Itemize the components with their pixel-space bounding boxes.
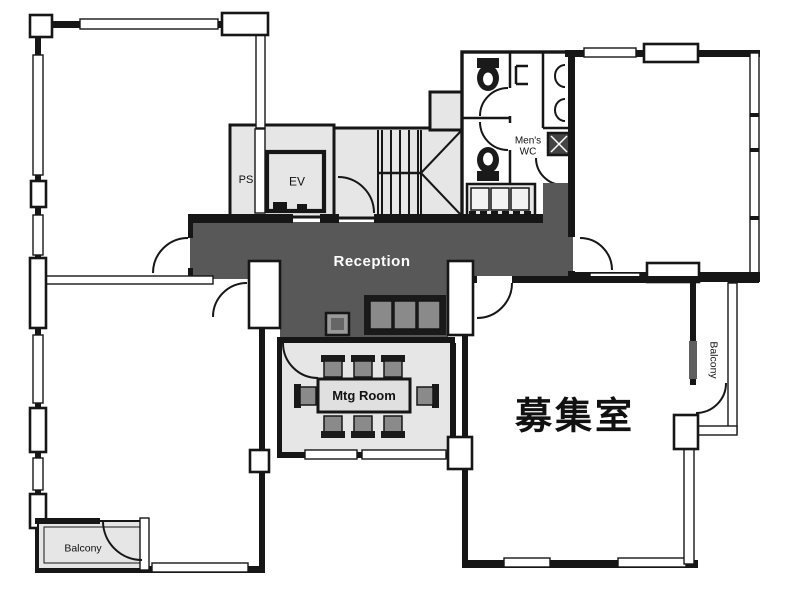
reception-label: Reception bbox=[333, 253, 411, 271]
pillars-and-doors bbox=[152, 237, 475, 474]
stall-door-arc bbox=[479, 121, 509, 151]
wall-pillar bbox=[642, 42, 700, 64]
wall-pillar bbox=[672, 413, 700, 451]
window bbox=[617, 557, 687, 568]
wall-pillar bbox=[28, 406, 48, 454]
wall-pillar bbox=[28, 13, 54, 39]
stairs bbox=[332, 126, 467, 220]
sofa bbox=[364, 295, 446, 335]
ps-divider-wall bbox=[254, 128, 266, 214]
reception-area bbox=[34, 183, 573, 343]
chair bbox=[351, 415, 375, 438]
chair bbox=[321, 415, 345, 438]
window bbox=[255, 32, 266, 129]
wall-pillar bbox=[247, 259, 282, 330]
side-table bbox=[324, 311, 351, 337]
mens-wc-label-line2: WC bbox=[519, 146, 537, 157]
urinal-icon bbox=[554, 98, 566, 122]
balcony-label-right: Balcony bbox=[707, 341, 720, 379]
mens-wc-label: Men's WC bbox=[514, 135, 542, 158]
outer-walls bbox=[28, 11, 760, 573]
wall-pillar bbox=[446, 435, 474, 471]
window bbox=[683, 448, 695, 565]
stair-door-arc bbox=[337, 176, 375, 214]
balcony-door-arc bbox=[695, 382, 727, 414]
room-door-arc bbox=[152, 237, 189, 274]
window bbox=[79, 18, 219, 30]
meeting-table bbox=[316, 377, 412, 414]
meeting-room-door-arc bbox=[282, 342, 319, 379]
wc-fixture bbox=[514, 64, 528, 86]
chair bbox=[321, 355, 345, 378]
wall-pillar bbox=[220, 11, 270, 37]
chair bbox=[381, 415, 405, 438]
mens-wc-label-line1: Men's bbox=[514, 135, 542, 147]
chair bbox=[351, 355, 375, 378]
stair-winder-line bbox=[420, 172, 462, 216]
window bbox=[503, 557, 551, 568]
stall-door-arc bbox=[479, 87, 509, 117]
meeting-room bbox=[277, 337, 456, 460]
sink-counter bbox=[465, 182, 537, 218]
room-door-arc bbox=[212, 282, 248, 318]
wall-pillar bbox=[28, 256, 48, 330]
chair bbox=[416, 384, 439, 408]
toilet-icon bbox=[477, 147, 499, 181]
window bbox=[151, 562, 249, 573]
slop-sink bbox=[546, 131, 572, 157]
urinal-icon bbox=[554, 64, 566, 88]
vacant-room-label: 募集室 bbox=[515, 395, 635, 437]
balcony-right bbox=[672, 272, 759, 451]
window bbox=[32, 54, 44, 176]
wall-pillar bbox=[446, 259, 475, 337]
window bbox=[583, 47, 637, 58]
window bbox=[749, 52, 760, 279]
wall-pillar bbox=[29, 179, 48, 209]
window bbox=[32, 457, 44, 491]
room-door-arc bbox=[476, 282, 513, 319]
chair bbox=[294, 384, 317, 408]
meeting-room-label: Mtg Room bbox=[332, 388, 396, 404]
elevator-door-mark bbox=[273, 202, 287, 210]
balcony-bottom-left bbox=[35, 517, 150, 571]
duct-box bbox=[428, 90, 465, 132]
stair-winder-line bbox=[420, 130, 462, 174]
room-divider-wall bbox=[34, 275, 214, 285]
window bbox=[32, 334, 44, 404]
wall-pillar bbox=[248, 448, 271, 474]
elevator-door-mark bbox=[297, 204, 307, 210]
room-door-arc bbox=[579, 237, 613, 271]
elevator-label: EV bbox=[288, 174, 306, 189]
toilet-icon bbox=[477, 58, 499, 91]
window bbox=[32, 214, 44, 256]
window-glass bbox=[689, 341, 697, 379]
elevator-shaft bbox=[264, 149, 327, 214]
balcony-door-arc bbox=[102, 520, 143, 561]
balcony-label-bottom-left: Balcony bbox=[64, 542, 102, 555]
chair bbox=[381, 355, 405, 378]
pipe-space-label: PS bbox=[238, 174, 254, 187]
